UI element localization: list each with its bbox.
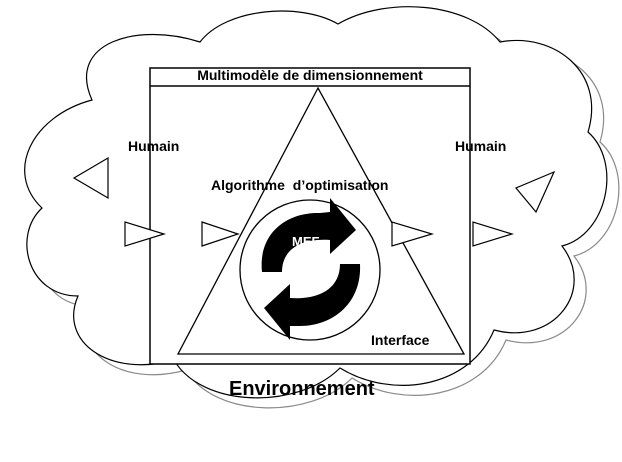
triangle-arrow-icon (391, 221, 435, 247)
environment-label: Environnement (229, 378, 375, 400)
interface-label: Interface (371, 332, 430, 348)
triangle-arrow-icon (201, 221, 240, 247)
ma-label: MA (299, 278, 321, 294)
triangle-arrow-icon (472, 221, 515, 247)
algorithm-label: Algorithme d’optimisation (211, 177, 389, 193)
flow-arrows (72, 156, 556, 247)
optimisation-triangle (176, 86, 466, 355)
recycling-arrows-icon (261, 198, 361, 340)
triangle-arrow-icon (124, 221, 167, 247)
mef-label: MEF (292, 234, 320, 249)
triangle-arrow-icon (72, 156, 109, 200)
human-right-label: Humain (455, 138, 507, 154)
triangle-arrow-icon (515, 170, 556, 214)
human-left-label: Humain (128, 138, 180, 154)
diagram-title: Multimodèle de dimensionnement (197, 67, 423, 83)
